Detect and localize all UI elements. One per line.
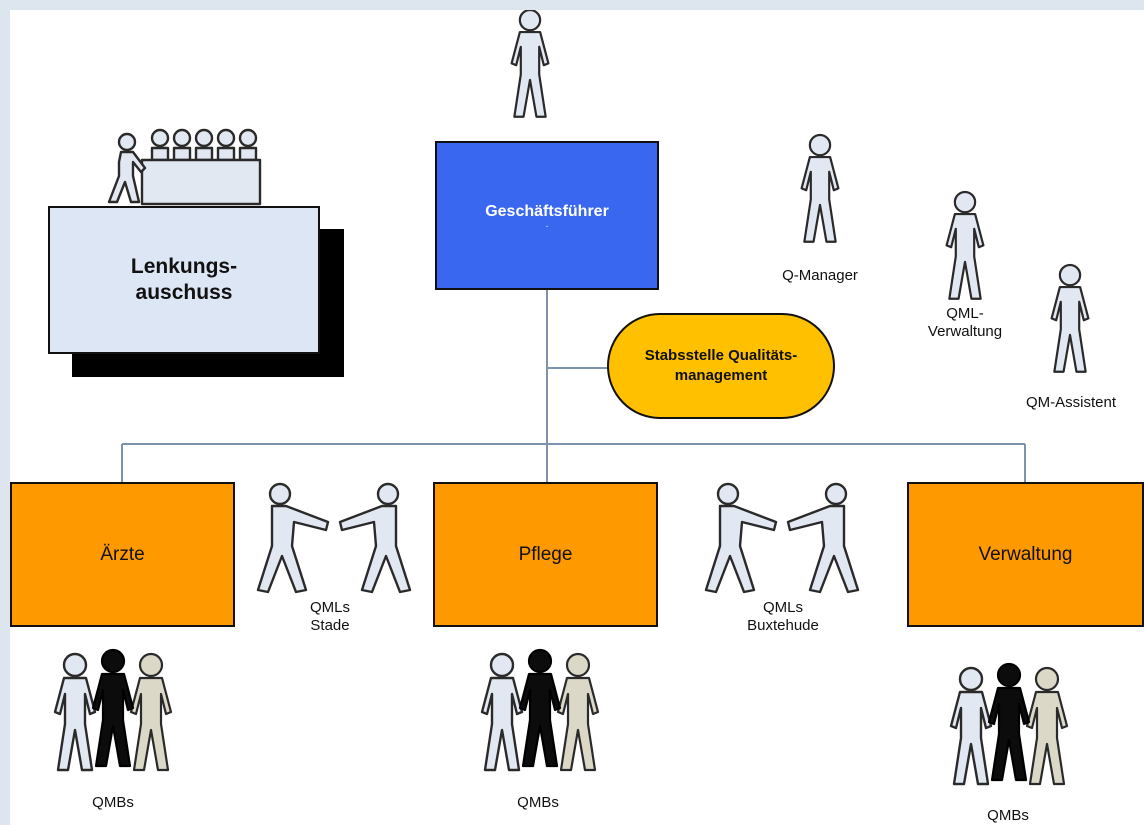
stab-line-2: management [674, 367, 768, 384]
org-chart-canvas: Geschäftsführer . Lenkungs- auschuss Q-M… [10, 10, 1144, 825]
qmbs-verwaltung-label: QMBs [987, 807, 1029, 824]
aerzte-box[interactable]: Ärzte [10, 482, 235, 627]
ceo-label: Geschäftsführer [485, 202, 609, 220]
lenkung-line-2: auschuss [135, 281, 233, 304]
aerzte-label: Ärzte [100, 543, 145, 565]
q-manager-person-icon [800, 133, 840, 243]
qm-assistent-person-icon [1050, 263, 1090, 373]
qmbs-pflege-label: QMBs [517, 794, 559, 811]
team-aerzte-icon [53, 648, 173, 772]
pflege-label: Pflege [518, 543, 573, 565]
qml-verwaltung-line-1: QML- [946, 305, 984, 322]
lenkung-box[interactable]: Lenkungs- auschuss [48, 206, 320, 354]
qmls-stade-line-2: Stade [310, 617, 350, 634]
stab-box[interactable]: Stabsstelle Qualitäts- management [607, 313, 835, 419]
qm-assistent-label: QM-Assistent [1025, 394, 1116, 411]
team-verwaltung-icon [949, 662, 1069, 786]
qmls-buxtehude-label: QMLs Buxtehude [728, 599, 838, 635]
stab-line-1: Stabsstelle Qualitäts- [644, 347, 798, 364]
qml-verwaltung-label: QML- Verwaltung [905, 305, 1025, 341]
qml-verwaltung-person-icon [945, 190, 985, 300]
verwaltung-label: Verwaltung [978, 543, 1073, 565]
qmls-buxtehude-line-2: Buxtehude [747, 617, 819, 634]
qmls-stade-line-1: QMLs [309, 599, 350, 616]
ceo-box[interactable]: Geschäftsführer . [435, 141, 659, 290]
team-pflege-icon [480, 648, 600, 772]
connector-lines [121, 290, 1026, 482]
q-manager-label: Q-Manager [782, 267, 858, 284]
pflege-box[interactable]: Pflege [433, 482, 658, 627]
lenkung-line-1: Lenkungs- [130, 255, 238, 278]
verwaltung-box[interactable]: Verwaltung [907, 482, 1144, 627]
qmls-stade-label: QMLs Stade [280, 599, 380, 635]
qmbs-aerzte-label: QMBs [92, 794, 134, 811]
ceo-person-icon [510, 10, 550, 118]
ceo-dot: . [545, 218, 549, 230]
handshake-buxtehude-icon [704, 482, 860, 594]
committee-icon [107, 128, 262, 206]
handshake-stade-icon [256, 482, 412, 594]
qml-verwaltung-line-2: Verwaltung [927, 323, 1003, 340]
qmls-buxtehude-line-1: QMLs [762, 599, 803, 616]
